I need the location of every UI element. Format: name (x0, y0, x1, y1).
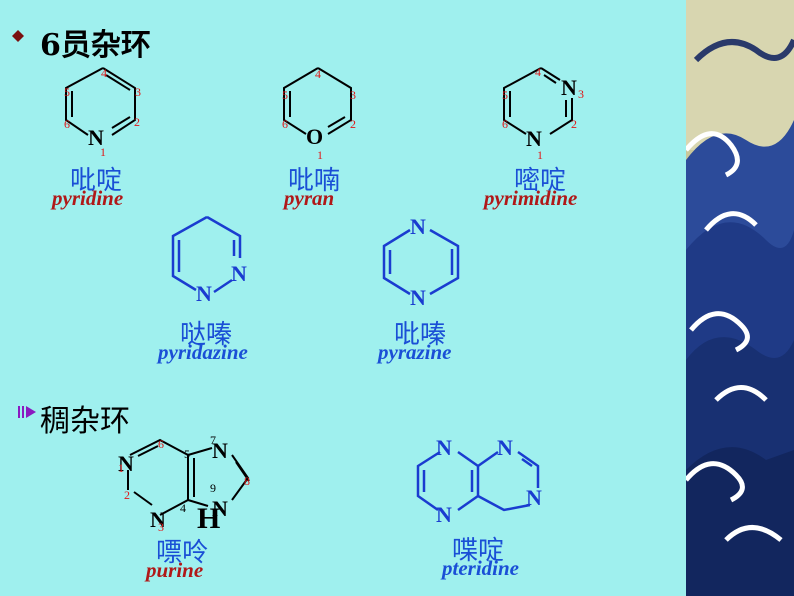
svg-text:9: 9 (210, 481, 216, 495)
pyrimidine-en-label: pyrimidine (484, 186, 578, 210)
pteridine-n1: N (436, 435, 452, 460)
svg-text:6: 6 (64, 117, 70, 131)
svg-text:4: 4 (101, 66, 107, 80)
pyrimidine-n3: N (561, 75, 577, 100)
svg-text:6: 6 (158, 437, 164, 451)
pyridine-en-label: pyridine (52, 186, 124, 210)
svg-text:1: 1 (317, 148, 323, 162)
pyrazine-en-label: pyrazine (378, 340, 452, 364)
pyrimidine-structure (503, 67, 573, 135)
pteridine-structure (416, 450, 540, 512)
pyridine-cn-label: 吡啶 (70, 166, 123, 196)
svg-text:2: 2 (134, 115, 140, 129)
svg-text:3: 3 (350, 88, 356, 102)
svg-text:6: 6 (502, 117, 508, 131)
pyridazine-n1: N (196, 281, 212, 306)
svg-text:5: 5 (64, 85, 70, 99)
pyridazine-cn-label: 哒嗪 (180, 320, 233, 350)
svg-text:7: 7 (210, 433, 216, 447)
svg-text:4: 4 (180, 501, 186, 515)
pyrazine-n1: N (410, 214, 426, 239)
diamond-bullet-icon (12, 30, 24, 42)
pyran-cn-label: 吡喃 (288, 166, 341, 196)
pyran-structure (283, 67, 352, 135)
pyran-en-label: pyran (284, 186, 335, 210)
pteridine-n5: N (526, 485, 542, 510)
svg-text:1: 1 (118, 461, 124, 475)
purine-cn-label: 嘌呤 (156, 538, 209, 568)
svg-text:3: 3 (578, 87, 584, 101)
svg-text:4: 4 (535, 65, 541, 79)
heading-6-membered: 6员杂环 (40, 28, 151, 63)
purine-n1: N (118, 451, 134, 476)
purine-n7: N (212, 438, 228, 463)
pteridine-n3: N (497, 435, 513, 460)
pyridazine-en-label: pyridazine (158, 340, 248, 364)
svg-text:2: 2 (124, 488, 130, 502)
svg-text:2: 2 (571, 117, 577, 131)
pyrazine-n4: N (410, 285, 426, 310)
purine-n9: N (212, 496, 228, 521)
svg-text:1: 1 (537, 148, 543, 162)
heading-fused: 稠杂环 (40, 404, 130, 439)
wave-decoration (686, 0, 794, 596)
pyridine-n: N (88, 125, 104, 150)
pyrazine-structure (382, 228, 460, 296)
pyridine-structure (65, 67, 136, 136)
pyrimidine-n1: N (526, 126, 542, 151)
pyran-o: O (306, 124, 323, 149)
svg-text:8: 8 (244, 474, 250, 488)
pteridine-en-label: pteridine (442, 556, 519, 580)
purine-n3: N (150, 507, 166, 532)
purine-en-label: purine (146, 558, 204, 582)
pteridine-n8: N (436, 502, 452, 527)
svg-text:3: 3 (158, 520, 164, 534)
purine-structure (127, 438, 250, 516)
svg-text:4: 4 (315, 67, 321, 81)
svg-text:5: 5 (282, 88, 288, 102)
svg-text:6: 6 (282, 117, 288, 131)
svg-text:2: 2 (350, 117, 356, 131)
svg-text:3: 3 (135, 85, 141, 99)
pteridine-cn-label: 喋啶 (452, 536, 505, 566)
svg-text:5: 5 (502, 88, 508, 102)
pyridazine-structure (171, 215, 242, 294)
pyrazine-cn-label: 吡嗪 (394, 320, 447, 350)
pyrimidine-cn-label: 嘧啶 (514, 166, 567, 196)
svg-text:1: 1 (100, 145, 106, 159)
purine-h: H (197, 502, 220, 535)
arrow-bullet-icon (18, 406, 36, 418)
pyridazine-n2: N (231, 261, 247, 286)
svg-text:5: 5 (184, 447, 190, 461)
